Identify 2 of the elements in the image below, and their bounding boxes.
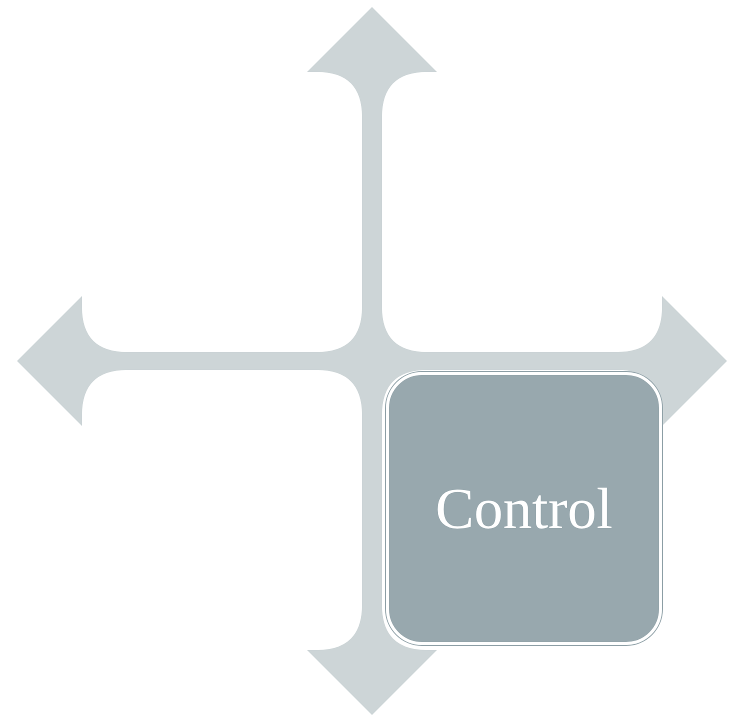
box-label: Control <box>435 475 613 542</box>
process-box <box>386 372 662 645</box>
